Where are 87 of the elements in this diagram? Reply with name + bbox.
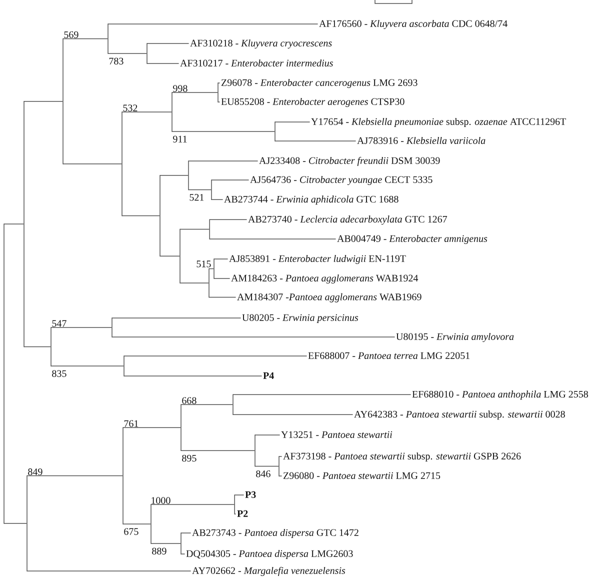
taxon-label: AB273744 - Erwinia aphidicola GTC 1688	[224, 196, 398, 205]
taxon-label: U80205 - Erwinia persicinus	[242, 314, 358, 324]
bootstrap-value: 846	[256, 470, 270, 478]
bootstrap-value: 895	[182, 454, 196, 462]
taxon-label: EF688010 - Pantoea anthophila LMG 2558	[412, 390, 588, 400]
taxon-label: AB273743 - Pantoea dispersa GTC 1472	[192, 528, 358, 538]
taxon-label: AF310217 - Enterobacter intermedius	[180, 59, 333, 67]
bootstrap-value: 783	[109, 58, 124, 64]
taxon-label: AF373198 - Pantoea stewartii subsp. stewartii GSPB 2626	[283, 452, 521, 462]
branch-line	[146, 43, 190, 44]
branch-line	[180, 228, 210, 230]
bootstrap-value: 911	[173, 136, 187, 142]
branch-line	[209, 219, 248, 220]
branch-line	[50, 327, 112, 328]
taxon-label: AY642383 - Pantoea stewartii subsp. stewartii 0028	[354, 410, 565, 420]
taxon-label: AJ564736 - Citrobacter youngae CECT 5335	[250, 176, 432, 186]
bootstrap-value: 835	[52, 370, 66, 377]
branch-line	[274, 140, 356, 142]
bootstrap-value: 521	[190, 194, 204, 201]
branch-line	[122, 427, 181, 428]
branch-line	[211, 199, 224, 200]
branch-line	[208, 268, 214, 270]
branch-line	[209, 238, 336, 240]
taxon-label: Y13251 - Pantoea stewartii	[281, 431, 392, 438]
taxon-label: Y17654 - Klebsiella pneumoniae subsp. ozaenae ATCC11296T	[311, 118, 566, 128]
branch-line	[112, 336, 396, 338]
branch-line	[62, 38, 108, 40]
taxon-label: Z96078 - Enterobacter cancerogenus LMG 2693	[222, 78, 418, 88]
taxon-label: Z96080 - Pantoea stewartii LMG 2715	[284, 472, 440, 479]
bootstrap-value: 675	[124, 528, 138, 535]
taxon-label: AM184263 - Pantoea agglomerans WAB1924	[231, 274, 418, 284]
branch-line	[122, 215, 160, 216]
taxon-label: AB004749 - Enterobacter amnigenus	[337, 234, 488, 244]
bootstrap-value: 569	[64, 31, 78, 38]
branch-line	[26, 570, 192, 572]
branch-line	[108, 53, 147, 54]
branch-line	[208, 296, 236, 298]
branch-line	[150, 504, 235, 505]
taxon-label: P3	[245, 491, 256, 498]
bootstrap-value: 761	[124, 420, 138, 427]
taxon-label: EF688007 - Pantoea terrea LMG 22051	[308, 352, 470, 359]
bootstrap-value: 668	[182, 397, 196, 404]
branch-line	[180, 404, 233, 405]
taxon-label: EU855208 - Enterobacter aerogenes CTSP30	[221, 98, 404, 108]
bootstrap-value: 532	[123, 104, 138, 112]
branch-line	[24, 346, 51, 348]
bootstrap-value: 849	[28, 468, 42, 476]
branch-line	[180, 282, 209, 284]
bootstrap-value: 998	[173, 85, 188, 92]
branch-line	[146, 63, 180, 64]
taxon-label: U80195 - Erwinia amylovora	[396, 332, 514, 342]
branch-line	[172, 131, 275, 132]
branch-line	[180, 532, 192, 534]
branch-line	[4, 523, 27, 524]
taxon-label: P4	[263, 372, 274, 379]
branch-line	[160, 175, 188, 176]
branch-line	[26, 475, 123, 476]
bootstrap-value: 889	[152, 548, 166, 554]
bootstrap-value: 1000	[152, 497, 170, 504]
taxon-label: AY702662 - Margalefia venezuelensis	[192, 566, 346, 576]
branch-line	[254, 466, 279, 467]
branch-line	[180, 450, 255, 451]
branch-line	[160, 256, 180, 257]
taxon-label: AJ783916 - Klebsiella variicola	[357, 136, 486, 144]
branch-line	[214, 258, 228, 260]
taxon-label: AF176560 - Kluyvera ascorbata CDC 0648/74	[319, 20, 508, 30]
bootstrap-value: 547	[52, 320, 66, 327]
taxon-label: P2	[237, 510, 248, 517]
taxon-label: AB273740 - Leclercia adecarboxylata GTC 1267	[248, 216, 448, 225]
taxon-label: DQ504305 - Pantoea dispersa LMG2603	[186, 550, 353, 560]
branch-line	[218, 82, 220, 84]
branch-line	[150, 543, 181, 544]
branch-line	[214, 278, 230, 279]
branch-line	[254, 434, 280, 436]
branch-line	[188, 160, 258, 162]
branch-line	[278, 456, 282, 457]
taxon-label: AF310218 - Kluyvera cryocrescens	[190, 39, 332, 49]
branch-line	[232, 414, 354, 415]
taxon-label: AM184307 -Pantoea agglomerans WAB1969	[237, 293, 422, 302]
branch-line	[234, 494, 244, 496]
taxon-label: AJ233408 - Citrobacter freundii DSM 30039	[259, 156, 440, 166]
branch-line	[232, 394, 412, 395]
bootstrap-value: 515	[196, 260, 211, 268]
branch-line	[24, 100, 63, 102]
branch-line	[188, 189, 212, 190]
branch-line	[172, 92, 218, 93]
taxon-label: AJ853891 - Enterobacter ludwigii EN-119T	[229, 254, 406, 264]
